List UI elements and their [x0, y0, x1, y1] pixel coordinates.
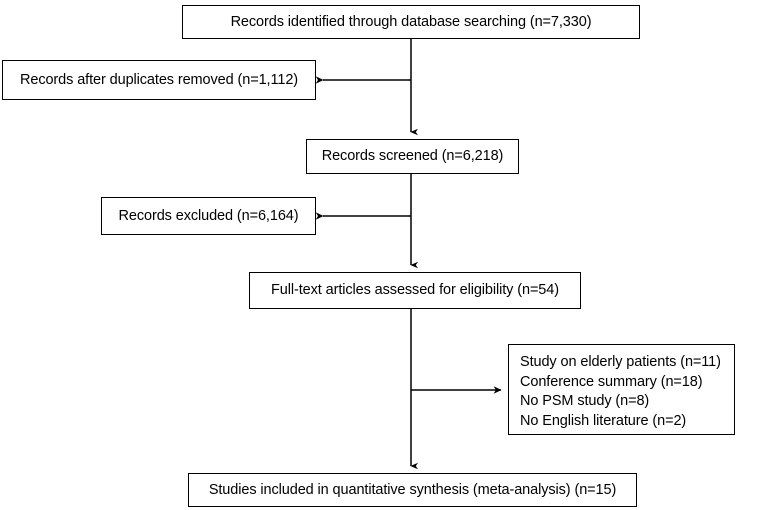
exclusion-reason-item: No English literature (n=2) — [520, 412, 687, 429]
node-records-excluded: Records excluded (n=6,164) — [101, 197, 316, 235]
exclusion-reason-item: No PSM study (n=8) — [520, 393, 650, 409]
node-exclusion-reasons: Study on elderly patients (n=11) Confere… — [508, 344, 735, 435]
node-records-excluded-label: Records excluded (n=6,164) — [118, 207, 299, 224]
node-fulltext-assessed-label: Full-text articles assessed for eligibil… — [271, 282, 559, 299]
node-records-after-duplicates-label: Records after duplicates removed (n=1,11… — [19, 71, 299, 88]
node-studies-included-label: Studies included in quantitative synthes… — [208, 481, 617, 498]
node-records-identified: Records identified through database sear… — [182, 5, 640, 39]
node-studies-included: Studies included in quantitative synthes… — [188, 473, 637, 507]
node-records-identified-label: Records identified through database sear… — [230, 13, 592, 30]
node-records-after-duplicates: Records after duplicates removed (n=1,11… — [2, 60, 316, 100]
node-records-screened: Records screened (n=6,218) — [306, 139, 519, 174]
node-records-screened-label: Records screened (n=6,218) — [321, 148, 504, 165]
node-fulltext-assessed: Full-text articles assessed for eligibil… — [249, 272, 581, 309]
exclusion-reason-item: Study on elderly patients (n=11) — [520, 354, 721, 370]
exclusion-reason-item: Conference summary (n=18) — [520, 373, 703, 390]
